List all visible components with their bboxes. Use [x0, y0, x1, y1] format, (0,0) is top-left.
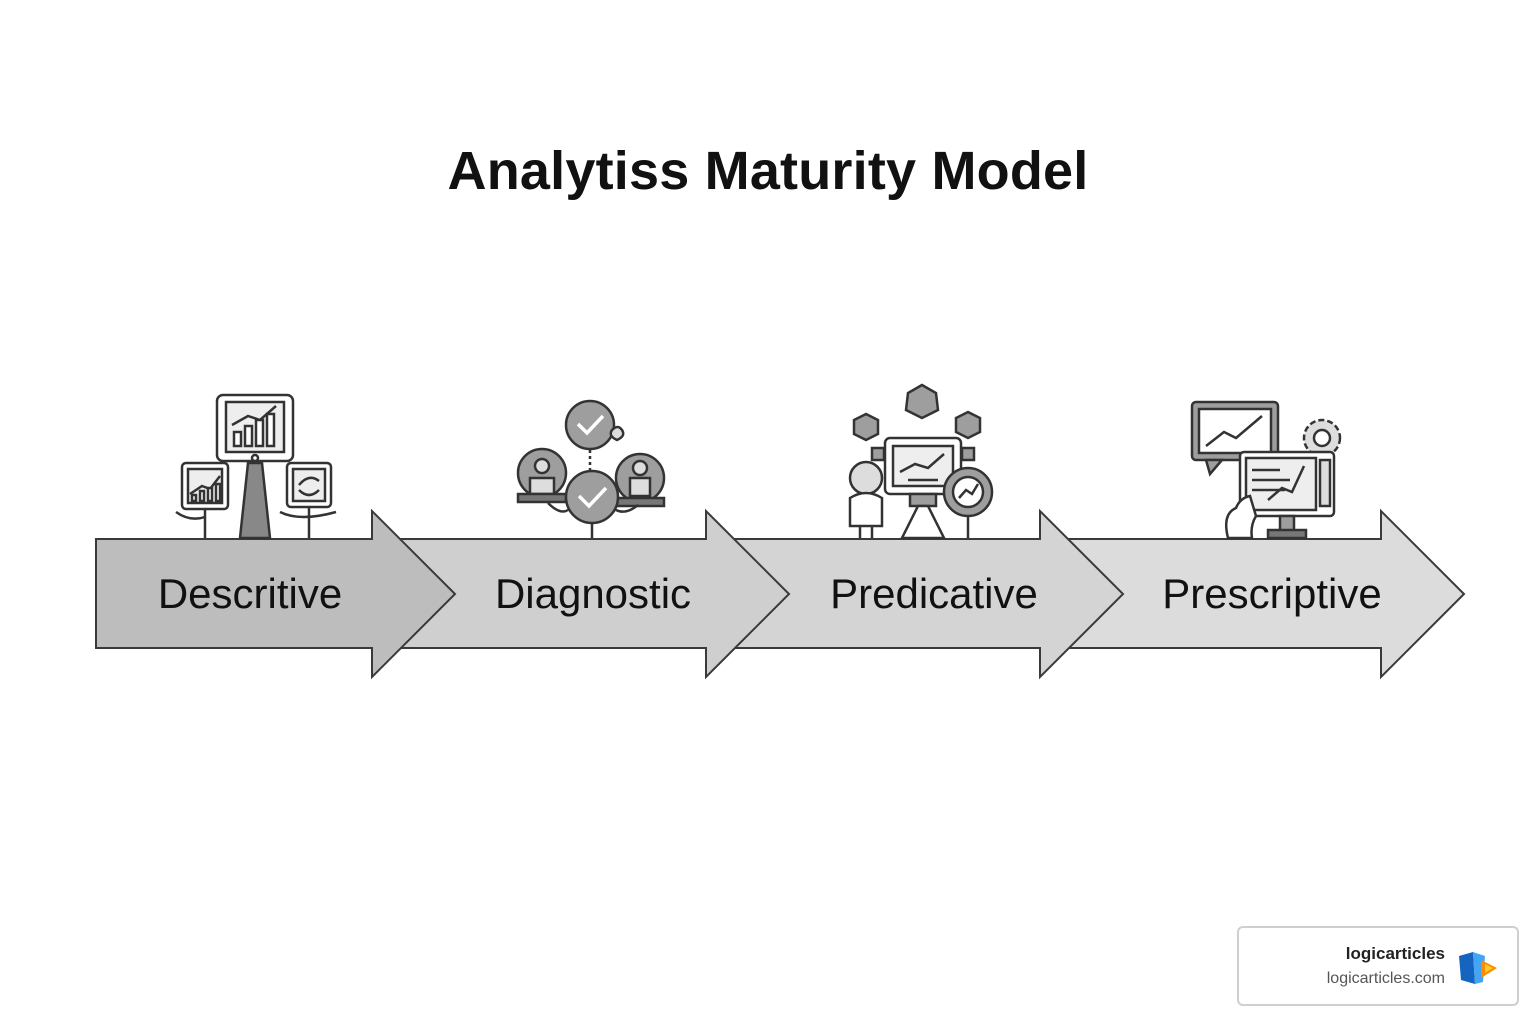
recommendation-screens-icon — [1190, 400, 1342, 540]
badge-brand-url: logicarticles.com — [1326, 970, 1445, 987]
checkmark-people-icon — [516, 399, 666, 538]
stage-arrow-1 — [95, 508, 457, 680]
badge-brand-name: logicarticles — [1345, 944, 1445, 963]
stage-arrow-4 — [1067, 508, 1466, 680]
stage-arrow-2 — [399, 508, 791, 680]
stage-label-3: Predicative — [830, 570, 1038, 617]
brand-badge[interactable]: logicarticles logicarticles.com — [1237, 926, 1519, 1006]
brand-logo-icon — [1459, 952, 1497, 984]
page-title: Analytiss Maturity Model — [447, 141, 1089, 201]
dashboard-monitors-icon — [175, 393, 337, 540]
stage-arrow-3 — [733, 508, 1125, 680]
stage-label-1: Descritive — [157, 570, 343, 617]
stage-label-2: Diagnostic — [494, 570, 692, 617]
forecast-board-icon — [848, 383, 994, 540]
stage-arrows — [95, 508, 1466, 680]
stage-label-4: Prescriptive — [1162, 570, 1382, 617]
